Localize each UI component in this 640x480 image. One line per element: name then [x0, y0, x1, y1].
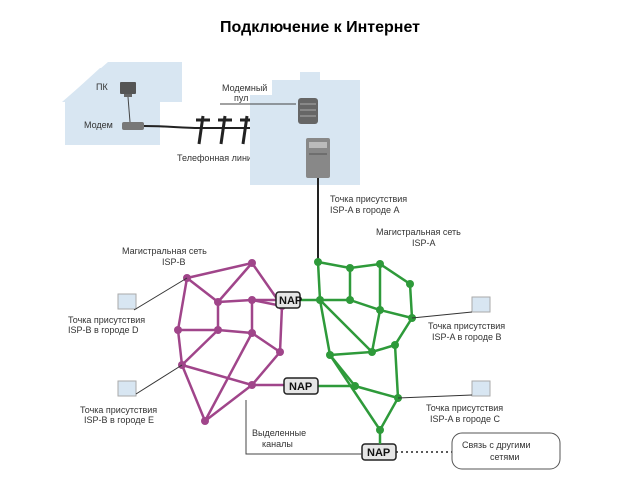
other-networks-box — [451, 432, 561, 470]
phone-line-label: Телефонная линия — [177, 153, 257, 163]
leased-label-1: Выделенные — [252, 428, 306, 438]
nap-box: NAP — [361, 443, 397, 461]
pop-b-city-e-label-2: ISP-B в городе E — [84, 415, 154, 425]
leased-channels-bracket — [245, 400, 362, 455]
pop-a-city-b-label-1: Точка присутствия — [428, 321, 505, 331]
modem-pool-label-1: Модемный — [222, 83, 267, 93]
pop-building-icon — [411, 296, 491, 319]
pop-b-city-d-label-1: Точка присутствия — [68, 315, 145, 325]
pc-label: ПК — [96, 82, 108, 92]
pop-b-city-e-label-1: Точка присутствия — [80, 405, 157, 415]
page-title: Подключение к Интернет — [220, 19, 420, 36]
modem-icon — [122, 122, 144, 130]
backbone-a-label-2: ISP-A — [412, 238, 436, 248]
phone-pole-icon — [196, 115, 254, 145]
modem-label: Модем — [84, 120, 113, 130]
backbone-b-label-2: ISP-B — [162, 257, 186, 267]
isp-building — [250, 72, 360, 185]
pop-building-icon — [117, 364, 183, 397]
pop-building-icon — [397, 380, 491, 399]
backbone-b-label-1: Магистральная сеть — [122, 246, 207, 256]
isp-a-nodes — [314, 258, 416, 434]
pop-a-city-c-label-2: ISP-A в городе C — [430, 414, 500, 424]
pop-building-icon — [117, 277, 188, 311]
pop-a-city-a-label-1: Точка присутствия — [330, 194, 407, 204]
pop-a-city-b-label-2: ISP-A в городе B — [432, 332, 501, 342]
links-label-1: Связь с другими — [462, 440, 531, 450]
isp-b-network — [176, 261, 284, 423]
pop-a-city-c-label-1: Точка присутствия — [426, 403, 503, 413]
nap-box: NAP — [275, 291, 302, 309]
links-label-2: сетями — [490, 452, 519, 462]
nap-box: NAP — [283, 377, 319, 395]
backbone-a-label-1: Магистральная сеть — [376, 227, 461, 237]
modem-pool-icon — [298, 98, 318, 124]
home-roof — [62, 62, 182, 145]
leased-label-2: каналы — [262, 439, 293, 449]
svg-text:NAP: NAP — [279, 295, 302, 307]
pop-b-city-d-label-2: ISP-B в городе D — [68, 325, 139, 335]
pop-a-city-a-label-2: ISP-A в городе A — [330, 205, 399, 215]
isp-b-nodes — [174, 259, 286, 425]
pc-icon — [120, 82, 136, 94]
svg-text:NAP: NAP — [367, 447, 390, 459]
modem-pool-label-2: пул — [234, 93, 248, 103]
svg-text:NAP: NAP — [289, 381, 312, 393]
